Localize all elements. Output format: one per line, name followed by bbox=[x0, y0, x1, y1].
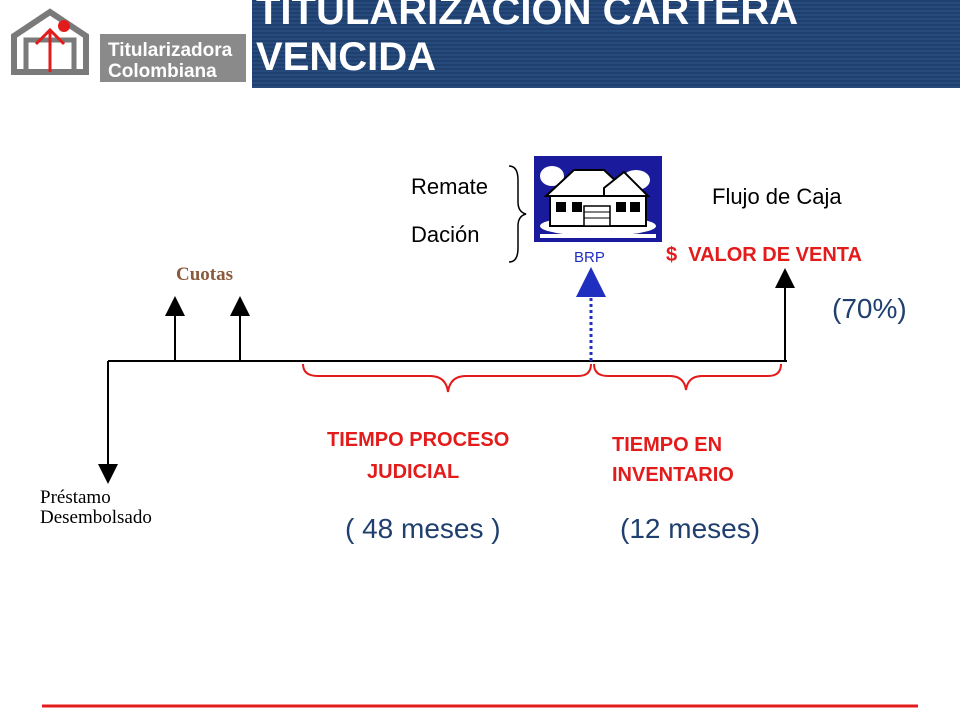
label-cuotas: Cuotas bbox=[176, 264, 234, 285]
label-dacion: Dación bbox=[411, 222, 480, 247]
label-remate: Remate bbox=[411, 174, 489, 199]
label-valor-venta: $ VALOR DE VENTA bbox=[666, 244, 862, 266]
brace-remate-dacion bbox=[508, 165, 527, 263]
logo-plate bbox=[100, 34, 246, 82]
label-brp: BRP bbox=[574, 249, 605, 266]
tiempo-proceso-line-2: JUDICIAL bbox=[367, 461, 460, 483]
page-title: TITULARIZACION CARTERA VENCIDA bbox=[256, 0, 798, 80]
label-meses-inventario: (12 meses) bbox=[620, 513, 761, 544]
prestamo-line-2: Desembolsado bbox=[40, 507, 152, 528]
house-icon bbox=[534, 156, 662, 242]
logo-area: Titularizadora Colombiana bbox=[0, 0, 252, 88]
logo-house-icon bbox=[11, 8, 89, 75]
label-meses-judicial: ( 48 meses ) bbox=[345, 513, 501, 544]
label-tiempo-inventario: TIEMPO EN INVENTARIO bbox=[612, 430, 734, 490]
title-line-2: VENCIDA bbox=[256, 35, 437, 79]
label-flujo-caja: Flujo de Caja bbox=[712, 184, 842, 209]
prestamo-line-1: Préstamo bbox=[40, 487, 111, 508]
logo-text: Titularizadora Colombiana bbox=[108, 40, 232, 82]
tiempo-inventario-line-2: INVENTARIO bbox=[612, 464, 734, 486]
label-tiempo-proceso: TIEMPO PROCESO JUDICIAL bbox=[327, 424, 509, 488]
tiempo-inventario-line-1: TIEMPO EN bbox=[612, 434, 723, 456]
label-prestamo: Préstamo Desembolsado bbox=[40, 488, 152, 528]
brace-inventario bbox=[593, 363, 782, 391]
brace-judicial bbox=[302, 363, 592, 393]
tiempo-proceso-line-1: TIEMPO PROCESO bbox=[327, 429, 510, 451]
logo-line-2: Colombiana bbox=[108, 61, 217, 82]
title-line-1: TITULARIZACION CARTERA bbox=[256, 0, 799, 33]
label-porcentaje: (70%) bbox=[832, 293, 907, 324]
logo-line-1: Titularizadora bbox=[108, 40, 233, 61]
